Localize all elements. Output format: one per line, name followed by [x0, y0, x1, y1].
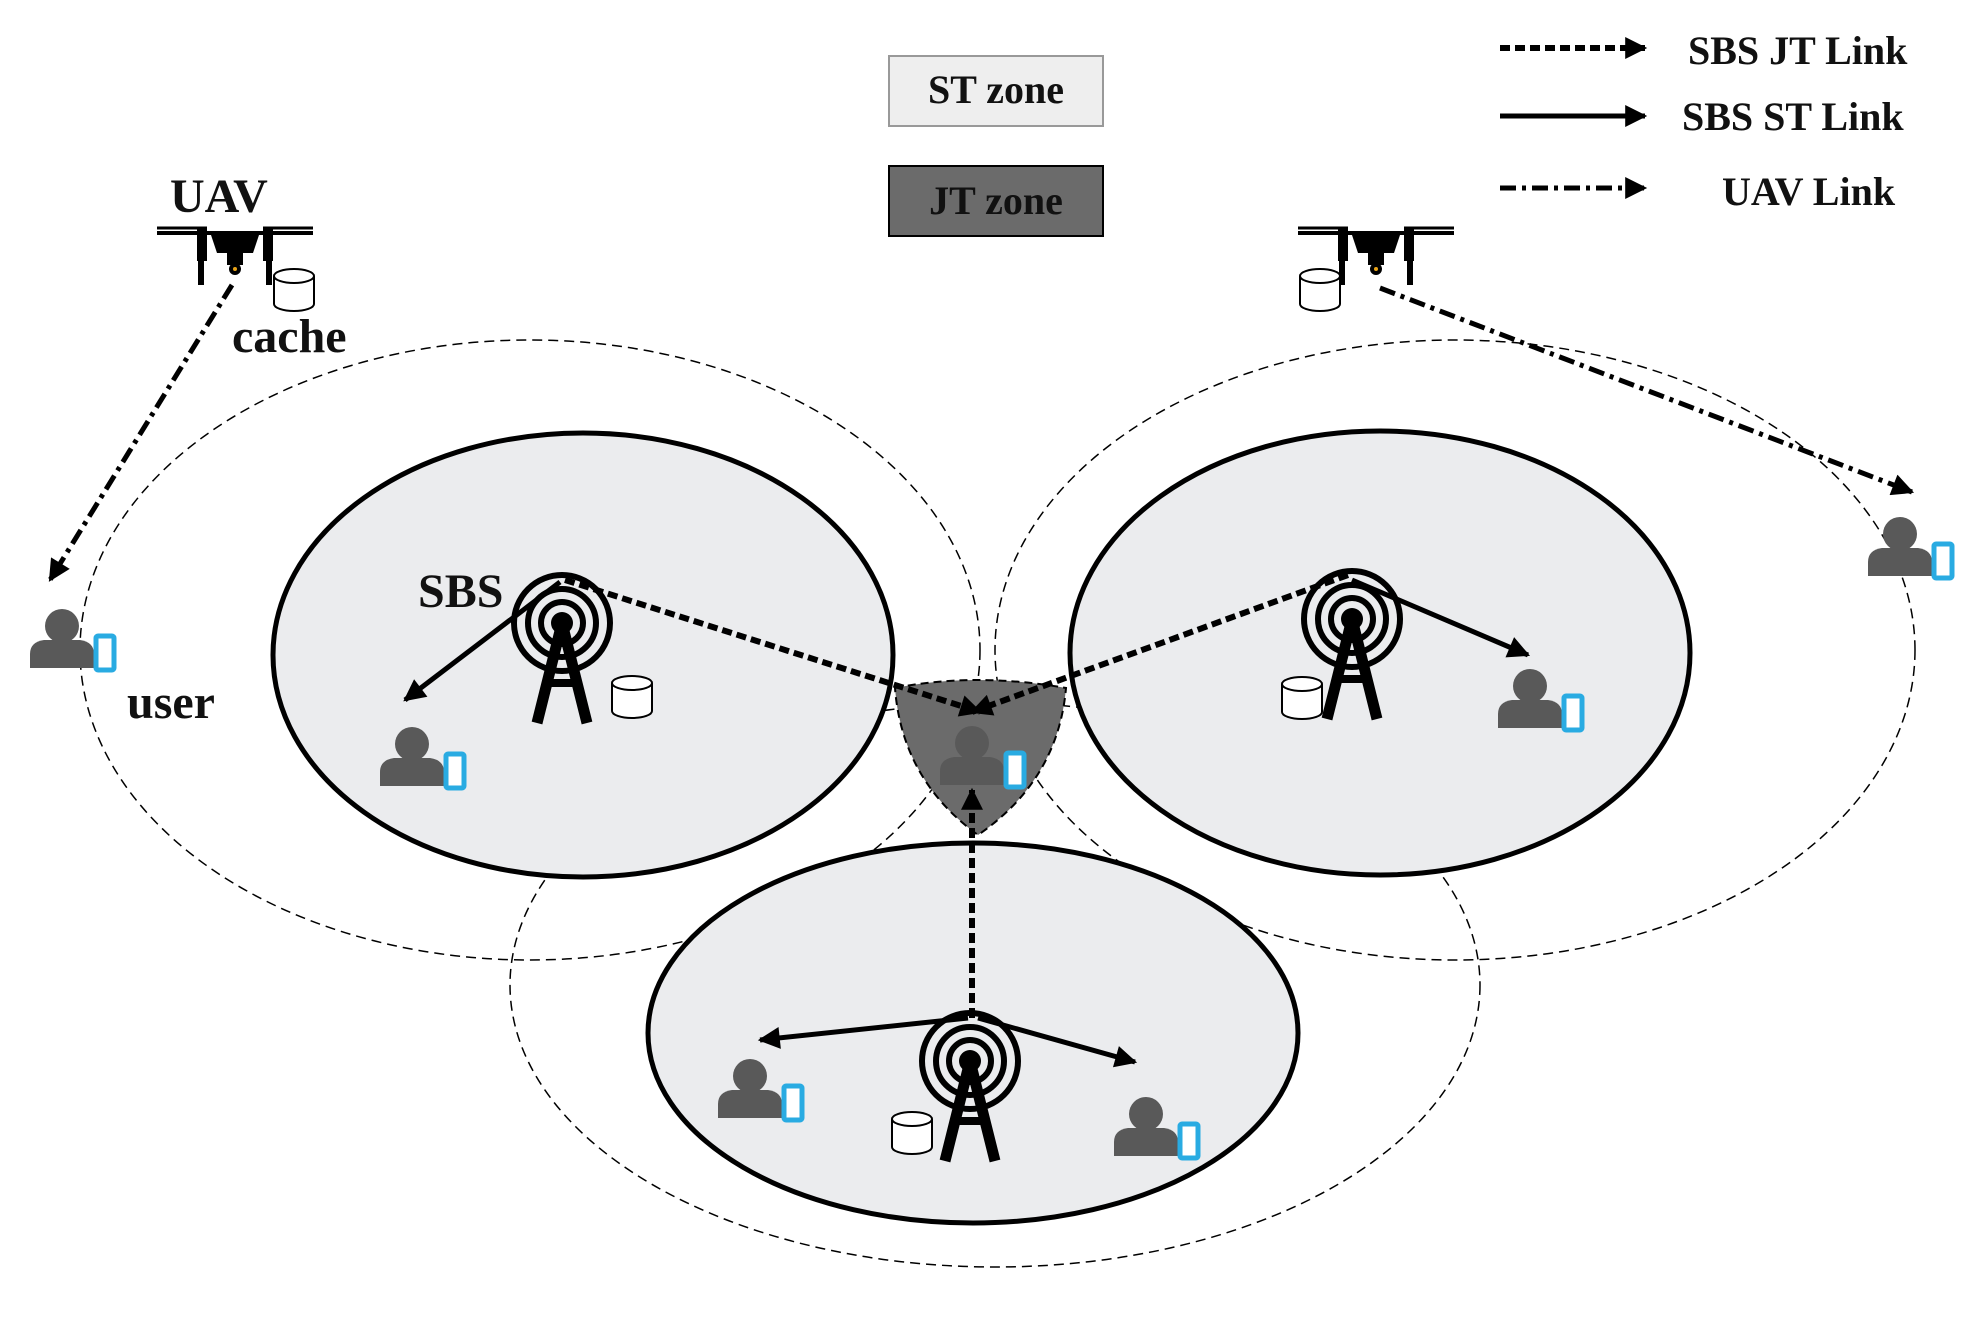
legend-st-link-label: SBS ST Link: [1682, 94, 1904, 139]
uav-link-left: [47, 283, 235, 582]
st-link-bottom-left: [757, 1015, 969, 1049]
sbs-cell-bottom: [645, 840, 1301, 1226]
cache-icon: [611, 675, 653, 719]
coverage-ellipse-bottom: [509, 702, 1481, 1268]
uav-label: UAV: [170, 170, 268, 223]
user-label: user: [127, 676, 215, 729]
st-link-right: [1351, 577, 1531, 658]
cache-icon: [891, 1111, 933, 1155]
jt-zone-box: [888, 165, 1104, 237]
user-icon: [1868, 517, 1952, 578]
legend-jt-link-label: SBS JT Link: [1688, 28, 1908, 73]
jt-link-right: [969, 572, 1350, 716]
cache-icon: [1299, 268, 1341, 312]
sbs-cell-right: [1067, 428, 1693, 878]
cache-icon: [273, 268, 315, 312]
sbs-label: SBS: [418, 565, 503, 618]
jt-link-left: [564, 577, 983, 717]
coverage-ellipse-right: [994, 339, 1916, 961]
jt-zone-label: JT zone: [929, 178, 1063, 223]
user-icon: [30, 609, 114, 670]
cache-icon: [1281, 676, 1323, 720]
legend-uav-link-label: UAV Link: [1722, 169, 1896, 214]
st-zone-box: [888, 55, 1104, 127]
cache-label: cache: [232, 310, 347, 363]
st-zone-label: ST zone: [928, 67, 1064, 112]
